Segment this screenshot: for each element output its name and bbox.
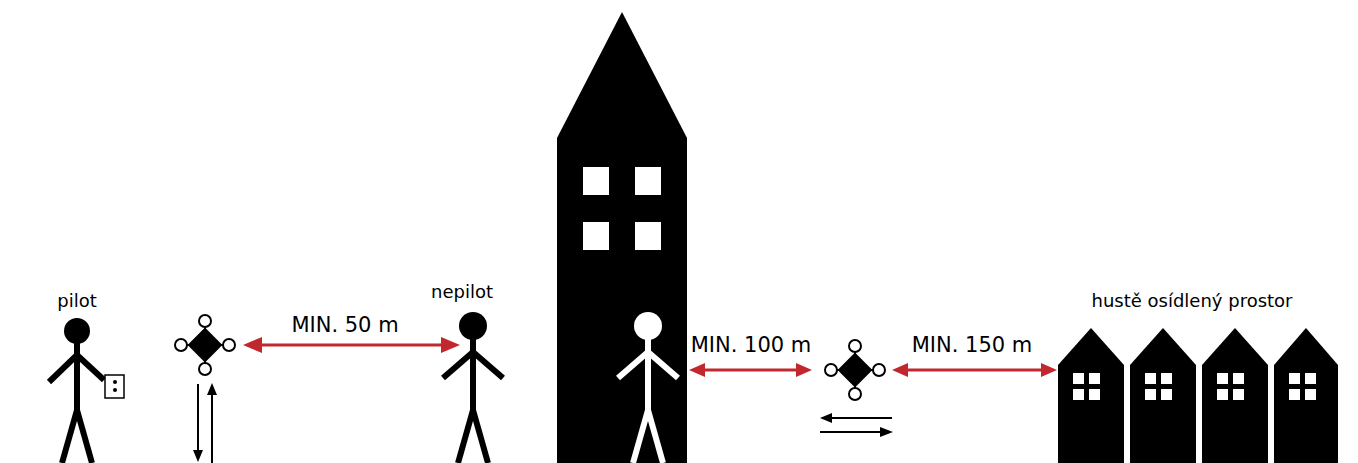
pilot-figure (49, 318, 104, 463)
head (634, 312, 662, 340)
body (470, 336, 476, 412)
distance-arrow (892, 363, 1057, 377)
leg (648, 410, 663, 463)
arrow-head (880, 427, 893, 437)
person-in-building (618, 312, 678, 463)
arrow-line (903, 369, 1045, 372)
window (583, 167, 609, 195)
house-shape (1058, 328, 1124, 463)
horizontal-motion-arrows (820, 413, 893, 437)
window (1233, 373, 1244, 384)
window (635, 222, 661, 250)
distance-label: MIN. 150 m (912, 335, 1033, 356)
remote-dot (113, 380, 117, 384)
arm (473, 352, 503, 378)
building-shape (557, 12, 687, 463)
bystander-figure (443, 312, 503, 463)
window (1305, 373, 1316, 384)
rotor (873, 364, 885, 376)
leg (473, 410, 488, 463)
arrow-head (892, 363, 908, 377)
area-label: hustě osídlený prostor (1091, 292, 1292, 310)
window (1073, 373, 1084, 384)
window (1233, 389, 1244, 400)
rotor (199, 315, 211, 327)
window (1089, 389, 1100, 400)
person-label: pilot (57, 292, 97, 310)
dense-settlement (1058, 328, 1338, 463)
remote-body (105, 375, 124, 398)
distance-label: MIN. 100 m (691, 335, 812, 356)
leg (633, 410, 648, 463)
arrow-line (197, 384, 199, 452)
leg (77, 410, 92, 463)
window (1305, 389, 1316, 400)
window (1289, 389, 1300, 400)
arrow-line (830, 417, 892, 419)
arrow-head (441, 337, 460, 353)
window (1089, 373, 1100, 384)
house-shape (1130, 328, 1196, 463)
arrow-head (689, 363, 705, 377)
arrow-line (211, 393, 213, 463)
window (1073, 389, 1084, 400)
house-shape (1274, 328, 1338, 463)
arrow-head (796, 363, 812, 377)
distance-arrow (243, 337, 460, 353)
arrow-head (193, 450, 203, 462)
arrow-head (1041, 363, 1057, 377)
head (459, 312, 487, 340)
person-label: nepilot (431, 283, 493, 301)
remote-control (105, 375, 124, 398)
arrow-line (255, 344, 448, 347)
window (635, 167, 661, 195)
arrow-line (820, 431, 882, 433)
arrow-head (820, 413, 832, 423)
house-shape (1202, 328, 1268, 463)
leg (458, 410, 473, 463)
window (1217, 389, 1228, 400)
house (1274, 328, 1338, 463)
arm (443, 352, 473, 378)
window (1217, 373, 1228, 384)
arm (77, 355, 104, 380)
window (1289, 373, 1300, 384)
vertical-motion-arrows (193, 383, 217, 463)
rotor (849, 340, 861, 352)
body (74, 340, 80, 412)
rotor (223, 339, 235, 351)
window (583, 222, 609, 250)
arm (648, 352, 678, 378)
arrow-head (243, 337, 262, 353)
rotor (175, 339, 187, 351)
drone-symbol (175, 315, 235, 375)
leg (62, 410, 77, 463)
arrow-head (207, 383, 217, 395)
window (1161, 389, 1172, 400)
arm (618, 352, 648, 378)
arrow-line (700, 369, 800, 372)
tall-building (557, 12, 687, 463)
rotor (825, 364, 837, 376)
window (1145, 389, 1156, 400)
house (1202, 328, 1268, 463)
drone-symbol (825, 340, 885, 400)
rotor (199, 363, 211, 375)
remote-dot (113, 388, 117, 392)
drone-body (839, 354, 871, 386)
drone-body (189, 329, 221, 361)
arm (49, 355, 77, 382)
distance-arrow (689, 363, 812, 377)
body (645, 336, 651, 412)
rotor (849, 388, 861, 400)
distance-label: MIN. 50 m (291, 315, 398, 336)
window (1145, 373, 1156, 384)
window (1161, 373, 1172, 384)
house (1058, 328, 1124, 463)
house (1130, 328, 1196, 463)
